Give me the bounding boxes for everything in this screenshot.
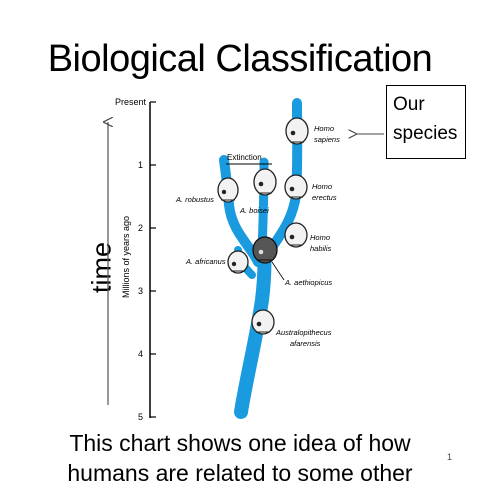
tick-label-3: 3 [138, 286, 143, 296]
skull-homo-habilis-icon [284, 222, 308, 248]
label-homo-habilis-1: Homo [310, 233, 330, 242]
label-afarensis-1: Australopithecus [275, 328, 332, 337]
caption-line-1: This chart shows one idea of how [69, 430, 411, 456]
y-tick-labels: Present 1 2 3 4 5 [115, 97, 147, 422]
skull-a-boisei-icon [253, 168, 277, 196]
label-homo-habilis-2: habilis [310, 244, 332, 253]
skull-a-aethiopicus-icon [252, 236, 278, 264]
our-species-callout: Our species [386, 85, 466, 159]
y-ticks [150, 101, 156, 418]
skull-a-robustus-icon [217, 177, 239, 203]
label-a-boisei: A. boisei [239, 206, 269, 215]
skull-homo-erectus-icon [284, 174, 308, 200]
skulls [217, 117, 309, 335]
tick-label-1: 1 [138, 160, 143, 170]
callout-line-1: Our [393, 94, 425, 115]
callout-line-2: species [393, 123, 458, 144]
caption-line-2: humans are related to some other [67, 460, 413, 486]
label-homo-erectus-2: erectus [312, 193, 337, 202]
label-homo-sapiens-1: Homo [314, 124, 334, 133]
slide-caption: This chart shows one idea of how humans … [0, 428, 480, 488]
skull-homo-sapiens-icon [285, 117, 309, 145]
tick-label-5: 5 [138, 412, 143, 422]
label-afarensis-2: afarensis [290, 339, 321, 348]
label-homo-sapiens-2: sapiens [314, 135, 340, 144]
skull-afarensis-icon [251, 309, 275, 335]
label-a-robustus: A. robustus [175, 195, 214, 204]
tick-label-2: 2 [138, 223, 143, 233]
skull-a-africanus-icon [227, 250, 249, 274]
label-a-africanus: A. africanus [185, 257, 226, 266]
tick-label-present: Present [115, 97, 147, 107]
branch-robust-group [219, 155, 263, 267]
tick-label-4: 4 [138, 349, 143, 359]
extinction-label: Extinction [227, 153, 262, 162]
label-homo-erectus-1: Homo [312, 182, 332, 191]
slide-title: Biological Classification [47, 38, 433, 80]
slide-number: 1 [447, 452, 453, 462]
aethiopicus-pointer [271, 261, 285, 281]
species-labels: Homo sapiens Homo erectus Homo habilis A… [175, 124, 340, 348]
label-a-aethiopicus: A. aethiopicus [284, 278, 332, 287]
